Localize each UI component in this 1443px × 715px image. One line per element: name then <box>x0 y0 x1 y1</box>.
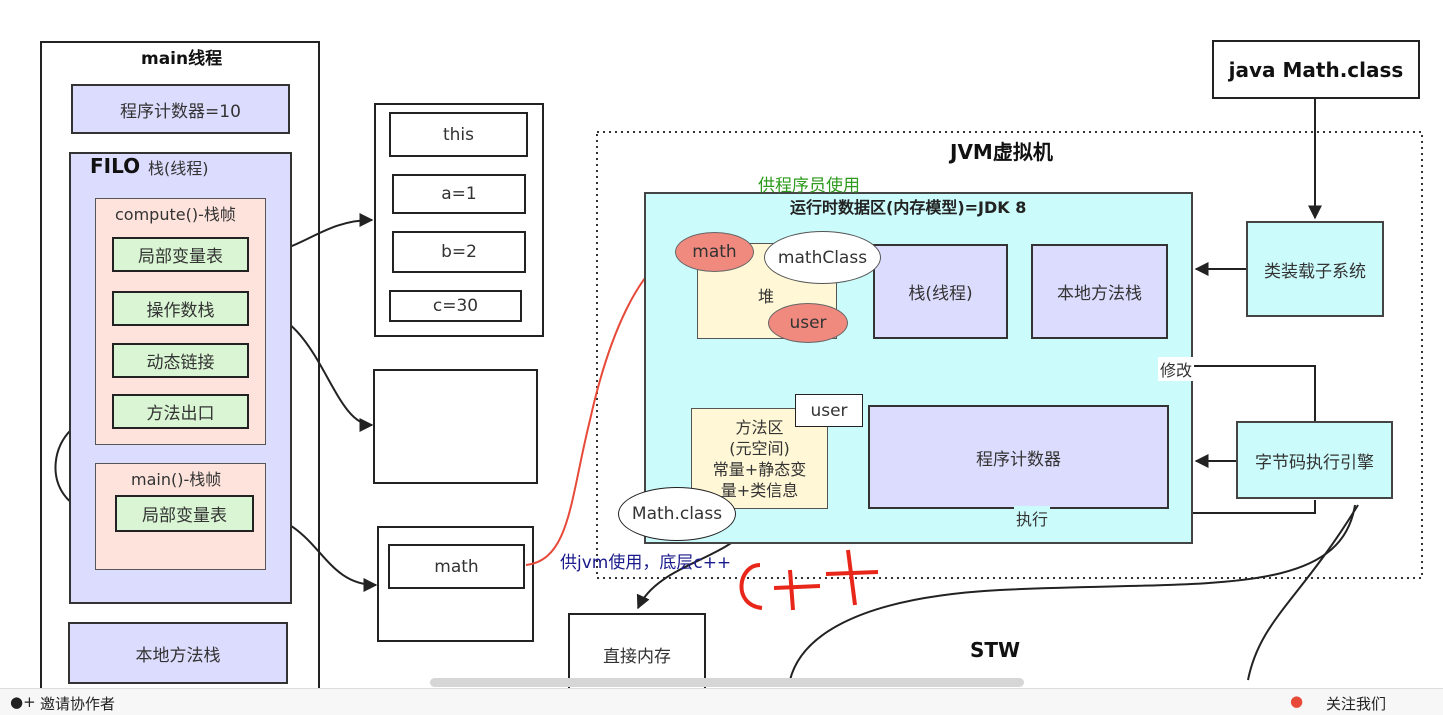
mathclass-oval: mathClass <box>764 231 881 284</box>
local-a: a=1 <box>392 174 526 214</box>
jvm-stack-box: 栈(线程) <box>873 244 1008 339</box>
math-class-oval: Math.class <box>618 487 736 541</box>
frame-method-exit: 方法出口 <box>112 394 249 429</box>
main-thread-title: main线程 <box>141 49 223 69</box>
invite-collaborator-button[interactable]: 邀请协作者 <box>40 695 116 713</box>
math-oval: math <box>675 232 754 272</box>
red-arrow-math-to-heap <box>525 252 674 566</box>
bottom-toolbar: ●+ 邀请协作者 ● 关注我们 <box>0 688 1443 715</box>
local-this: this <box>389 112 528 157</box>
user-label-box: user <box>795 394 863 427</box>
for-jvm-note: 供jvm使用，底层c++ <box>560 553 732 573</box>
class-loader-subsystem: 类装载子系统 <box>1246 221 1384 317</box>
thread-stack-label: 栈(线程) <box>148 159 209 178</box>
user-oval: user <box>768 303 848 343</box>
weibo-icon: ● <box>1290 692 1304 710</box>
operand-stack-box <box>373 369 538 484</box>
method-area-line-3: 常量+静态变 <box>712 459 807 479</box>
handwritten-plus-1 <box>773 569 821 611</box>
stw-label: STW <box>970 638 1021 662</box>
execute-label: 执行 <box>1014 506 1051 530</box>
curve-engine-gc-2 <box>1247 504 1359 681</box>
follow-us-button[interactable]: 关注我们 <box>1326 695 1387 713</box>
frame-local-var-table: 局部变量表 <box>112 237 249 272</box>
for-programmer-note: 供程序员使用 <box>758 176 860 196</box>
method-area-line-1: 方法区 <box>735 417 784 437</box>
program-counter-cell: 程序计数器=10 <box>71 84 290 134</box>
method-area-line-4: 量+类信息 <box>720 480 799 500</box>
handwritten-plus-2 <box>825 549 879 606</box>
horizontal-scrollbar[interactable] <box>430 678 1024 687</box>
heap-label: 堆 <box>758 287 775 306</box>
java-class-file: java Math.class <box>1212 40 1420 99</box>
local-math-ref: math <box>388 544 525 589</box>
modify-label: 修改 <box>1158 357 1195 381</box>
jvm-program-counter-box: 程序计数器 <box>868 405 1169 509</box>
main-frame-local-var-table: 局部变量表 <box>115 495 254 532</box>
jvm-native-stack-box: 本地方法栈 <box>1031 244 1168 339</box>
local-b: b=2 <box>392 231 526 273</box>
frame-dynamic-link: 动态链接 <box>112 343 249 378</box>
bytecode-execution-engine: 字节码执行引擎 <box>1236 421 1393 499</box>
jvm-title: JVM虚拟机 <box>950 140 1053 164</box>
main-frame-title: main()-栈帧 <box>131 470 222 489</box>
handwritten-c <box>739 563 763 610</box>
invite-collaborator-icon[interactable]: ●+ <box>10 693 36 711</box>
main-native-method-stack: 本地方法栈 <box>68 622 288 684</box>
frame-operand-stack: 操作数栈 <box>112 291 249 326</box>
local-c: c=30 <box>389 290 522 322</box>
compute-frame-title: compute()-栈帧 <box>115 205 236 224</box>
runtime-area-title: 运行时数据区(内存模型)=JDK 8 <box>790 198 1027 217</box>
curve-engine-gc-1 <box>789 504 1356 681</box>
method-area-line-2: (元空间) <box>729 438 790 458</box>
filo-label: FILO <box>90 154 141 178</box>
